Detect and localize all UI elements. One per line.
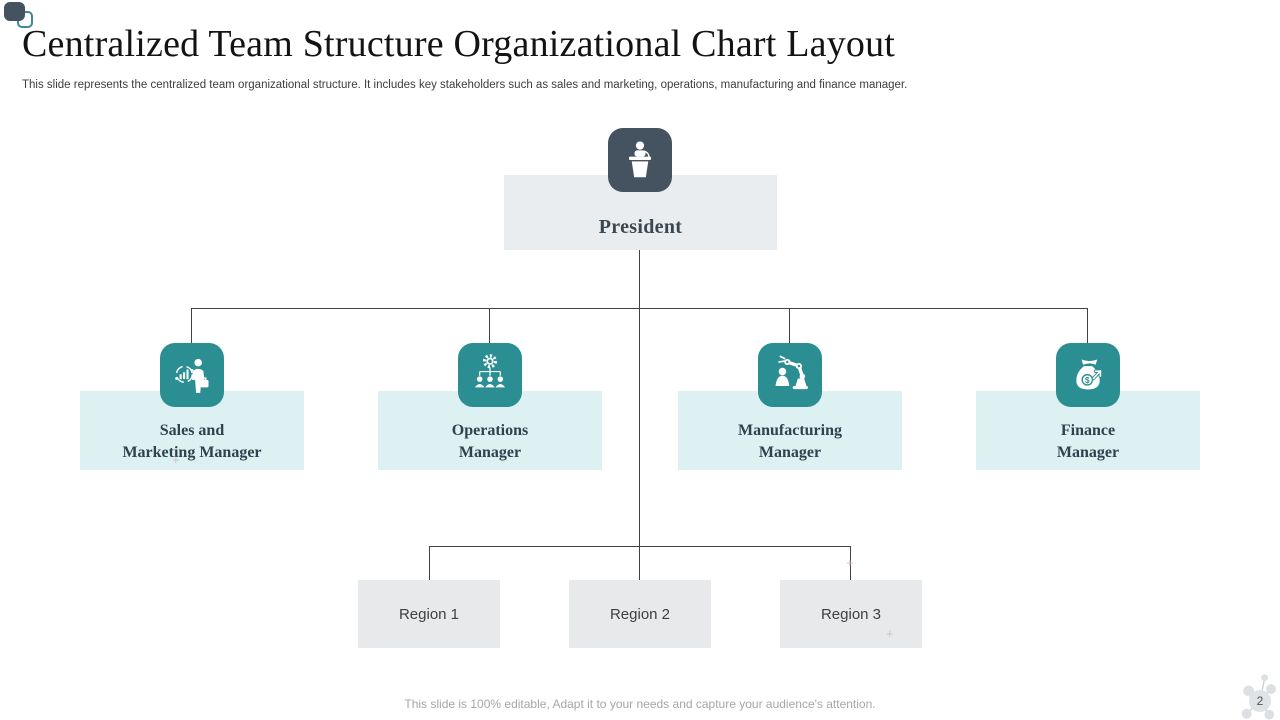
manager-label: Manufacturing Manager (738, 421, 842, 461)
gear-team-hierarchy-glyph (474, 354, 506, 388)
page-title: Centralized Team Structure Organizationa… (22, 23, 896, 65)
connector-line (850, 546, 851, 580)
connector-line (191, 308, 192, 344)
robot-arm-operator-icon[interactable] (758, 343, 822, 407)
connector-line (429, 546, 851, 547)
manager-label: Operations Manager (451, 421, 529, 461)
footer-note: This slide is 100% editable, Adapt it to… (404, 697, 876, 711)
robot-arm-operator-glyph (775, 355, 808, 390)
connector-line (489, 308, 490, 344)
connector-line (789, 308, 790, 344)
president-label: President (598, 216, 683, 238)
gear-team-hierarchy-icon[interactable] (458, 343, 522, 407)
money-bag-growth-glyph: $ (1076, 359, 1103, 390)
region-label: Region 1 (398, 605, 460, 623)
podium-speaker-glyph (629, 141, 651, 178)
salesperson-briefcase-glyph (175, 358, 209, 393)
slide-corner-logo-icon (0, 0, 40, 34)
connector-line (639, 308, 640, 580)
page-number: 2 (1257, 694, 1264, 708)
connector-line (1087, 308, 1088, 344)
podium-speaker-icon[interactable] (608, 128, 672, 192)
region-label: Region 2 (609, 605, 671, 623)
svg-text:$: $ (1085, 376, 1090, 385)
org-node-region-3[interactable]: Region 3 (780, 580, 922, 648)
slide-subtitle: This slide represents the centralized te… (22, 79, 908, 91)
money-bag-growth-icon[interactable]: $ (1056, 343, 1120, 407)
org-node-region-2[interactable]: Region 2 (569, 580, 711, 648)
salesperson-briefcase-icon[interactable] (160, 343, 224, 407)
edit-plus-marker: + (172, 452, 180, 467)
edit-plus-marker: + (886, 626, 894, 641)
region-label: Region 3 (820, 605, 882, 623)
connector-line (639, 250, 640, 308)
manager-label: Sales and Marketing Manager (122, 421, 262, 461)
manager-label: Finance Manager (1056, 421, 1120, 461)
filled-square-icon (4, 2, 25, 21)
page-number-badge: 2 (1241, 674, 1276, 720)
edit-plus-marker: + (846, 555, 854, 570)
org-node-region-1[interactable]: Region 1 (358, 580, 500, 648)
connector-line (429, 546, 430, 580)
